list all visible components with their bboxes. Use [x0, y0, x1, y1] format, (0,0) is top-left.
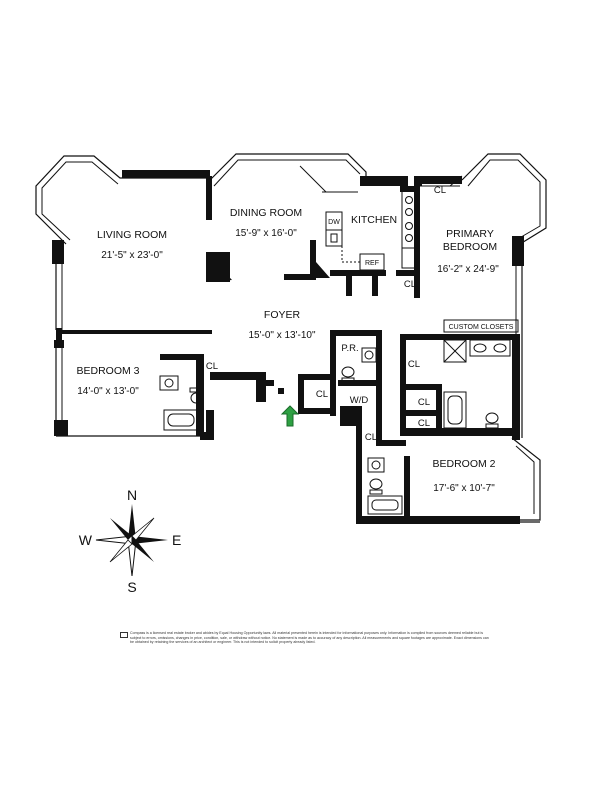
- compass-north: N: [127, 487, 137, 503]
- dining-bay-wall: [207, 153, 367, 184]
- closet-label-foyer: CL: [316, 389, 328, 400]
- living-room-name: LIVING ROOM: [97, 229, 167, 241]
- room-labels: LIVING ROOM 21'-5" x 23'-0" DINING ROOM …: [76, 207, 499, 494]
- tub-bedroom3: [163, 409, 199, 431]
- custom-closets-box: [443, 319, 519, 333]
- closet-label-primary-1: CL: [408, 359, 420, 370]
- primary-bedroom-dims: 16'-2" x 24'-9": [437, 264, 499, 275]
- closet-label-primary-2: CL: [418, 397, 430, 408]
- closet-label-bedroom3: CL: [206, 361, 218, 372]
- compass-rose: N S E W: [79, 487, 182, 595]
- refrigerator-label: REF: [365, 260, 379, 267]
- refrigerator: [359, 253, 385, 271]
- cooktop: [401, 189, 417, 269]
- laundry-name: W/D: [350, 395, 369, 406]
- equal-housing-icon: [120, 632, 128, 638]
- closet-label-bedroom2: CL: [365, 432, 377, 443]
- compass-south: S: [127, 579, 136, 595]
- window-lines: [299, 165, 463, 193]
- closet-label-kitchen: CL: [404, 279, 416, 290]
- exterior-walls: [35, 153, 547, 523]
- closet-label-primary-top: CL: [434, 185, 446, 196]
- closet-label-primary-3: CL: [418, 418, 430, 429]
- primary-bay-wall: [461, 153, 547, 245]
- dining-room-name: DINING ROOM: [230, 207, 302, 219]
- sink-bedroom2: [367, 457, 385, 473]
- tub-primary: [443, 391, 467, 429]
- bedroom3-name: BEDROOM 3: [76, 365, 139, 377]
- compass-west: W: [79, 532, 93, 548]
- foyer-name: FOYER: [264, 309, 301, 321]
- toilet-primary: [485, 412, 499, 424]
- custom-closets-label: CUSTOM CLOSETS: [449, 324, 514, 331]
- disclaimer-text: Compass is a licensed real estate broker…: [130, 631, 489, 645]
- tub-bedroom2: [367, 495, 403, 515]
- interior-walls: [52, 170, 524, 524]
- compass-east: E: [172, 532, 181, 548]
- bedroom2-bay-wall: [511, 437, 541, 521]
- living-room-dims: 21'-5" x 23'-0": [101, 250, 163, 261]
- entry-arrow: [280, 405, 300, 427]
- toilet-bedroom2: [369, 478, 383, 490]
- kitchen-fixtures: [325, 189, 417, 271]
- powder-room-name: P.R.: [341, 343, 358, 354]
- kitchen-name: KITCHEN: [351, 214, 397, 226]
- bedroom2-dims: 17'-6" x 10'-7": [433, 483, 495, 494]
- living-bay-inner: [41, 161, 119, 241]
- sink-bedroom3: [159, 375, 179, 391]
- dishwasher-label: DW: [328, 219, 340, 226]
- living-bay-wall: [35, 155, 208, 245]
- dining-room-dims: 15'-9" x 16'-0": [235, 228, 297, 239]
- primary-bedroom-name-2: BEDROOM: [443, 241, 497, 253]
- sink-powder: [361, 347, 377, 363]
- foyer-dims: 15'-0" x 13'-10": [248, 330, 316, 341]
- bedroom2-name: BEDROOM 2: [432, 458, 495, 470]
- vanity-primary: [469, 339, 511, 357]
- bedroom3-dims: 14'-0" x 13'-0": [77, 386, 139, 397]
- toilet-powder: [341, 366, 355, 378]
- bath-fixtures: [159, 339, 511, 515]
- fixture-labels: CL CL CL CL CL CL CL CL CUSTOM CLOSETS D…: [206, 185, 514, 443]
- primary-bedroom-name-1: PRIMARY: [446, 228, 494, 240]
- shower-primary: [443, 339, 467, 363]
- kitchen-sink: [325, 229, 343, 247]
